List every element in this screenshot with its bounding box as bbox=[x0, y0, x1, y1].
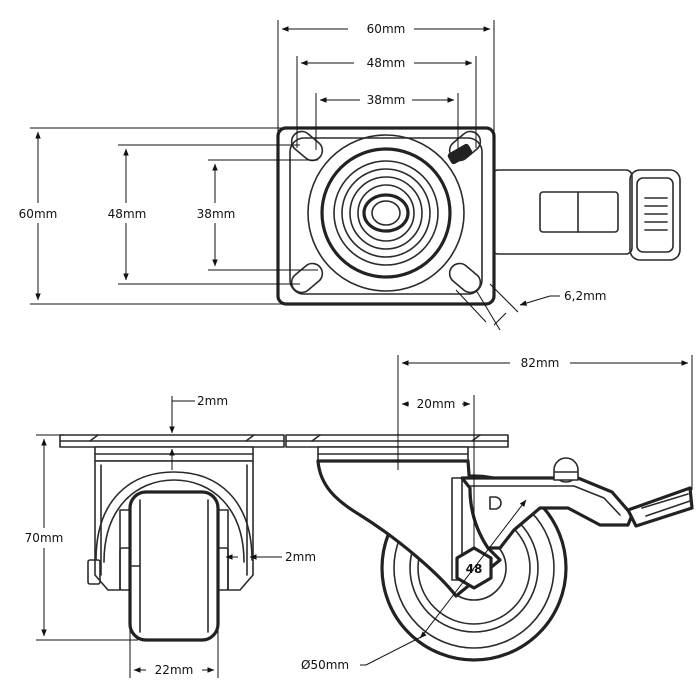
top-view bbox=[276, 126, 681, 306]
top-view-dimensions: 60mm 48mm 38mm bbox=[277, 20, 495, 150]
dim-top-60mm: 60mm bbox=[367, 22, 406, 36]
side-brake-lever bbox=[460, 476, 634, 550]
dim-height-70mm: 70mm bbox=[25, 531, 64, 545]
dim-wheel-diameter: Ø50mm bbox=[301, 658, 349, 672]
hub-marking: 48 bbox=[466, 562, 483, 576]
side-view: 48 bbox=[285, 434, 694, 662]
side-brake-pedal bbox=[626, 486, 694, 528]
dim-top-48mm: 48mm bbox=[367, 56, 406, 70]
mount-hole-br bbox=[448, 262, 482, 294]
dim-left-60mm: 60mm bbox=[19, 207, 58, 221]
front-view bbox=[59, 434, 285, 642]
dim-offset-20mm: 20mm bbox=[417, 397, 456, 411]
side-view-dimensions: 82mm 20mm Ø50mm bbox=[301, 355, 693, 672]
brake-housing bbox=[491, 169, 681, 261]
mount-hole-tl bbox=[290, 130, 324, 162]
dim-wheel-22mm: 22mm bbox=[155, 663, 194, 677]
hole-callout: 6,2mm bbox=[455, 283, 606, 331]
dim-fork-2mm: 2mm bbox=[285, 550, 316, 564]
top-plate bbox=[276, 126, 496, 306]
dim-plate-2mm: 2mm bbox=[197, 394, 228, 408]
dim-left-48mm: 48mm bbox=[108, 207, 147, 221]
dim-left-38mm: 38mm bbox=[197, 207, 236, 221]
front-wheel bbox=[128, 490, 220, 642]
dim-top-38mm: 38mm bbox=[367, 93, 406, 107]
front-view-dimensions: 2mm 70mm 2mm 22mm bbox=[25, 394, 316, 678]
front-fork bbox=[94, 460, 254, 591]
dim-length-82mm: 82mm bbox=[521, 356, 560, 370]
dim-hole-6-2mm: 6,2mm bbox=[564, 289, 606, 303]
left-dimensions: 60mm 48mm 38mm bbox=[19, 127, 318, 305]
